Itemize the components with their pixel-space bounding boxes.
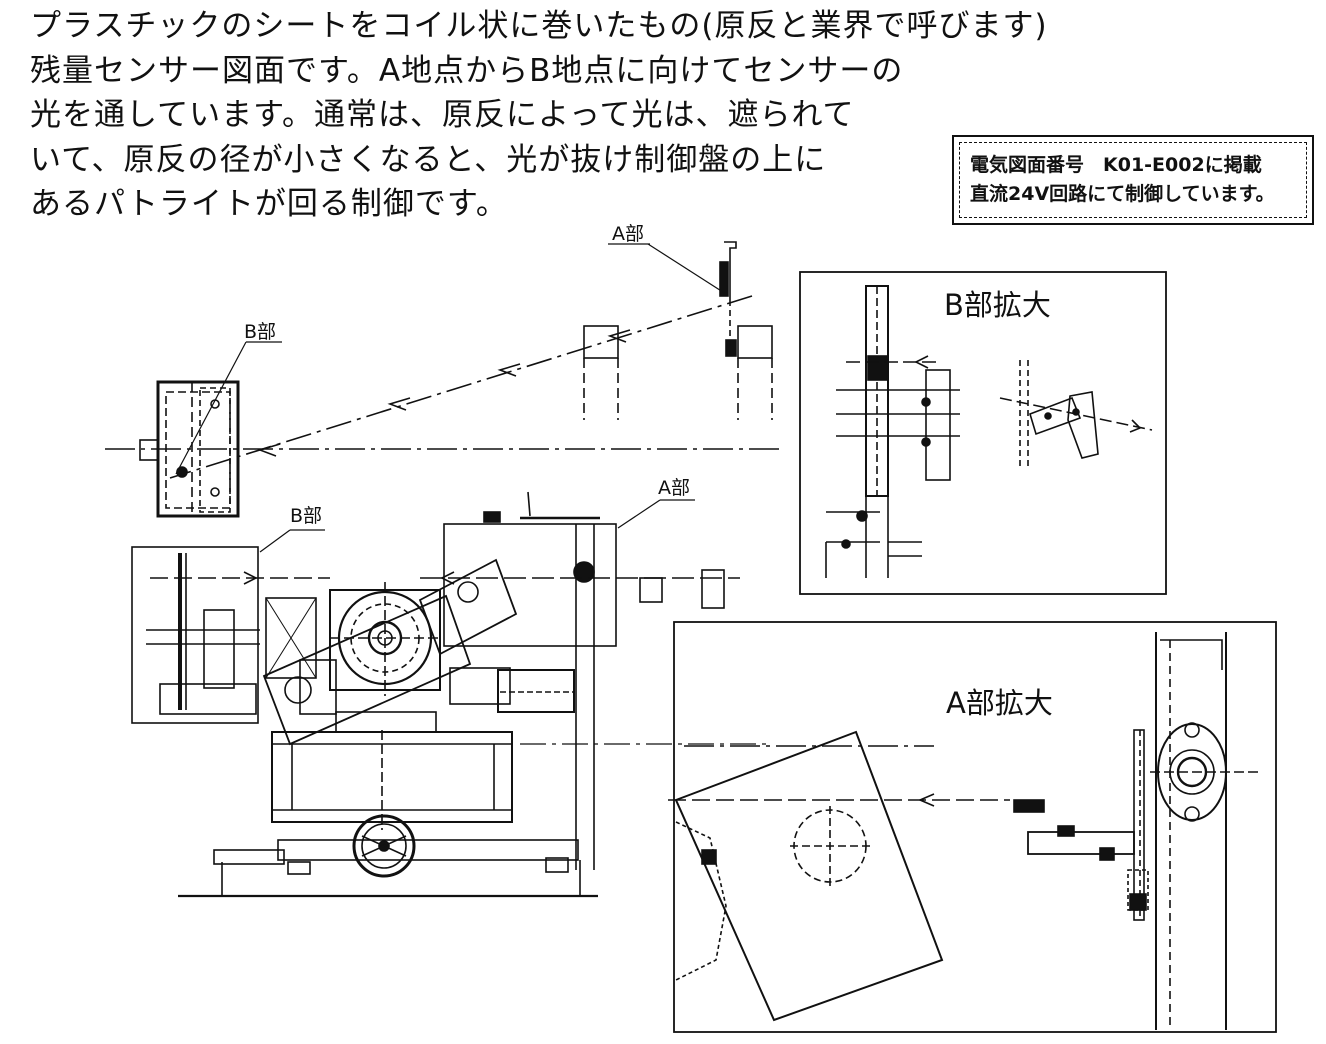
- reference-box-inner: 電気図面番号 K01-E002に掲載 直流24V回路にて制御しています。: [959, 142, 1307, 218]
- reference-box: 電気図面番号 K01-E002に掲載 直流24V回路にて制御しています。: [952, 135, 1314, 225]
- label-b-top: B部: [244, 321, 276, 343]
- a-detail-title: A部拡大: [946, 686, 1053, 720]
- description-line-1: プラスチックのシートをコイル状に巻いたもの(原反と業界で呼びます): [30, 8, 1048, 44]
- description-line-4: いて、原反の径が小さくなると、光が抜け制御盤の上に: [30, 141, 827, 178]
- description-text: プラスチックのシートをコイル状に巻いたもの(原反と業界で呼びます) 残量センサー…: [30, 4, 1048, 227]
- sensor-beam: [169, 295, 753, 479]
- reference-line-1: 電気図面番号 K01-E002に掲載: [970, 154, 1262, 176]
- description-line-3: 光を通しています。通常は、原反によって光は、遮られて: [30, 97, 855, 133]
- reference-line-2: 直流24V回路にて制御しています。: [970, 183, 1275, 205]
- upper-posts: [105, 325, 780, 450]
- machine-main: [131, 491, 770, 898]
- a-detail-box: [668, 621, 1277, 1033]
- description-line-5: あるパトライトが回る制御です。: [30, 186, 508, 222]
- b-detail-title: B部拡大: [944, 288, 1051, 322]
- description-line-2: 残量センサー図面です。A地点からB地点に向けてセンサーの: [30, 52, 904, 89]
- label-a-top: A部: [612, 223, 644, 245]
- b-sensor-unit: [139, 341, 282, 518]
- label-b-mid: B部: [290, 505, 322, 527]
- a-sensor-top: [608, 241, 737, 360]
- b-detail-box: [799, 271, 1167, 595]
- label-a-mid: A部: [658, 477, 690, 499]
